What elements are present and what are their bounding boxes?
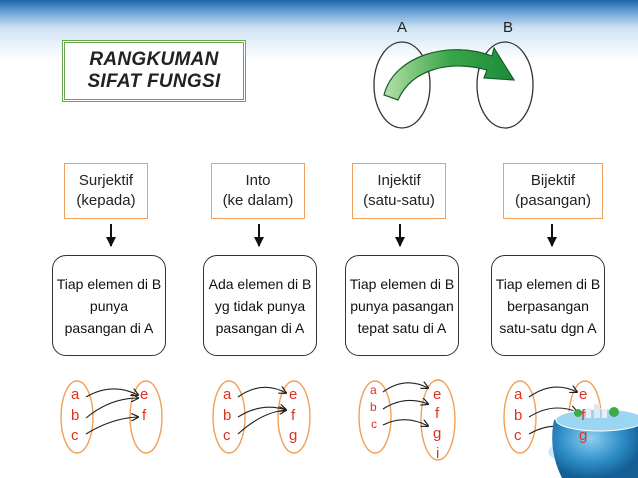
set-b-ellipse [476, 41, 534, 129]
category-box-surjektif: Surjektif (kepada) [64, 163, 148, 219]
category-name: Injektif [377, 172, 421, 189]
description-line: punya pasangan [350, 297, 454, 314]
codomain-element: f [291, 407, 296, 424]
domain-element: c [514, 427, 522, 444]
codomain-element: e [433, 386, 442, 403]
description-line: pasangan di A [215, 319, 305, 336]
category-box-into: Into (ke dalam) [211, 163, 305, 219]
domain-ellipse [358, 380, 392, 454]
map-arrow [237, 387, 286, 398]
codomain-element: i [436, 445, 440, 462]
map-arrow [528, 408, 577, 418]
description-line: berpasangan [507, 297, 589, 314]
domain-element: c [71, 427, 79, 444]
domain-element: a [514, 386, 523, 403]
domain-element: b [71, 407, 80, 424]
domain-ellipse [60, 380, 94, 454]
description-line: Tiap elemen di B [495, 275, 601, 292]
category-box-bijektif: Bijektif (pasangan) [503, 163, 603, 219]
mapping-arrows [85, 383, 577, 435]
set-label-a: A [397, 19, 408, 36]
map-arrow [85, 389, 138, 398]
domain-element: c [371, 417, 377, 431]
domain-element: a [223, 386, 232, 403]
codomain-element: f [581, 407, 586, 424]
description-line: Tiap elemen di B [349, 275, 455, 292]
map-arrow [382, 419, 428, 426]
map-arrow [382, 400, 428, 410]
description-box-into: Ada elemen di B yg tidak punya pasangan … [203, 255, 317, 356]
category-sub: (satu-satu) [363, 192, 435, 209]
codomain-element: e [579, 386, 588, 403]
codomain-element: e [289, 386, 298, 403]
description-line: Tiap elemen di B [56, 275, 162, 292]
down-arrows [106, 224, 557, 247]
description-line: punya [89, 297, 129, 314]
domain-element: b [223, 407, 232, 424]
category-name: Surjektif [78, 172, 134, 189]
map-arrow [382, 383, 428, 393]
domain-element: a [71, 386, 80, 403]
header-mapping [373, 41, 534, 129]
set-label-b: B [503, 19, 514, 36]
set-a-ellipse [373, 41, 431, 129]
category-sub: (ke dalam) [222, 192, 294, 209]
title-box: RANGKUMAN SIFAT FUNGSI [62, 40, 246, 102]
mapping-arrow-icon [383, 46, 516, 101]
map-arrow [85, 398, 138, 419]
map-arrow [85, 417, 138, 435]
codomain-element: g [579, 427, 588, 444]
codomain-element: g [433, 425, 442, 442]
codomain-element: f [435, 405, 440, 422]
category-name: Bijektif [530, 172, 576, 189]
domain-element: b [514, 407, 523, 424]
description-line: satu-satu dgn A [499, 319, 597, 336]
domain-element: a [370, 383, 377, 397]
title-line-1: RANGKUMAN [89, 49, 219, 70]
category-sub: (pasangan) [515, 192, 591, 209]
description-box-bijektif: Tiap elemen di B berpasangan satu-satu d… [491, 255, 605, 356]
title-line-2: SIFAT FUNGSI [87, 71, 221, 92]
codomain-element: g [289, 427, 298, 444]
codomain-element: e [140, 386, 149, 403]
domain-ellipse [503, 380, 537, 454]
category-name: Into [245, 172, 271, 189]
description-line: pasangan di A [64, 319, 154, 336]
globe-icon [548, 404, 638, 478]
category-box-injektif: Injektif (satu-satu) [352, 163, 446, 219]
codomain-ellipse [277, 380, 311, 454]
domain-element: b [370, 400, 377, 414]
description-line: tepat satu di A [357, 319, 447, 336]
description-box-surjektif: Tiap elemen di B punya pasangan di A [52, 255, 166, 356]
category-sub: (kepada) [76, 192, 136, 209]
domain-ellipse [212, 380, 246, 454]
domain-element: c [223, 427, 231, 444]
codomain-ellipse [129, 380, 163, 454]
map-arrow [237, 410, 286, 435]
description-line: yg tidak punya [214, 297, 306, 314]
map-arrow [528, 387, 577, 398]
description-box-injektif: Tiap elemen di B punya pasangan tepat sa… [345, 255, 459, 356]
codomain-element: f [142, 407, 147, 424]
description-line: Ada elemen di B [208, 275, 312, 292]
